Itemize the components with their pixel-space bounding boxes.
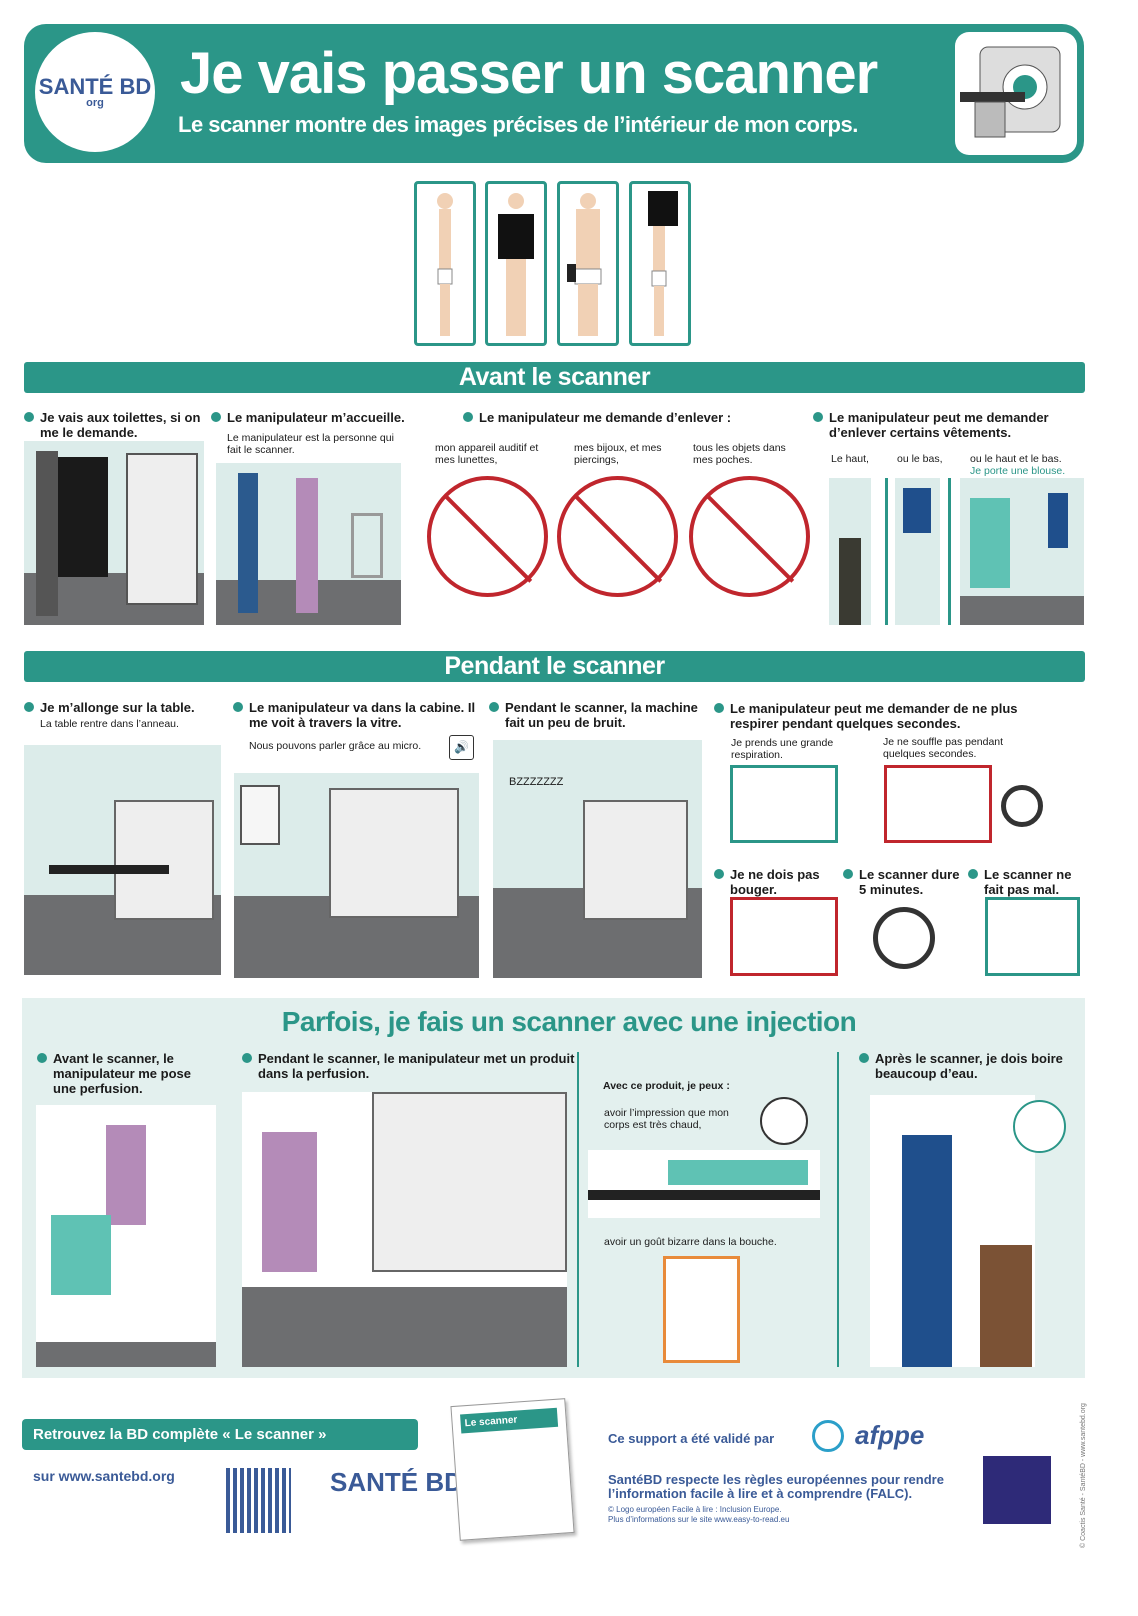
santebd-footer-logo: SANTÉ BD (330, 1467, 463, 1497)
perfusion-illustration (36, 1105, 216, 1367)
step-cabine: Le manipulateur va dans la cabine. Il me… (233, 700, 483, 730)
vetement-item: Le haut, (831, 453, 869, 465)
section-pendant: Pendant le scanner (24, 651, 1085, 682)
step-table: Je m’allonge sur la table. (24, 700, 224, 715)
hot-body-illustration (588, 1150, 820, 1218)
step-vetements: Le manipulateur peut me demander d’enlev… (813, 410, 1083, 440)
no-pain-illustration (985, 897, 1080, 976)
toilets-illustration (24, 441, 204, 625)
stopwatch-icon (1001, 785, 1043, 827)
cabin-illustration (234, 773, 479, 978)
table-note: La table rentre dans l’anneau. (40, 718, 179, 730)
step-enlever: Le manipulateur me demande d’enlever : (463, 410, 753, 425)
effet-item: avoir l’impression que mon corps est trè… (604, 1107, 729, 1131)
copyright: © Coactis Santé - SantéBD - www.santebd.… (1080, 1403, 1087, 1548)
enlever-item: tous les objets dans mes poches. (693, 442, 786, 466)
effets-title: Avec ce produit, je peux : (603, 1080, 730, 1092)
bd-complete-button[interactable]: Retrouvez la BD complète « Le scanner » (22, 1419, 418, 1450)
scanner-illustration (955, 32, 1077, 155)
logo-text: SANTÉ BD (38, 73, 152, 99)
enlever-item: mon appareil auditif et mes lunettes, (435, 442, 539, 466)
site-link[interactable]: sur www.santebd.org (33, 1468, 175, 1484)
vetement-item: ou le bas, (897, 453, 943, 465)
respirer-item: Je prends une grande respiration. (731, 737, 834, 761)
five-minute-timer-icon (873, 907, 935, 969)
body-figure-side (414, 181, 476, 346)
easy-to-read-logo (983, 1456, 1051, 1524)
logo-credit: © Logo européen Facile à lire : Inclusio… (608, 1505, 782, 1514)
thermometer-icon (760, 1097, 808, 1145)
dont-move-illustration (730, 897, 838, 976)
inhale-illustration (730, 765, 838, 843)
gown-illustration (960, 478, 1084, 625)
page-subtitle: Le scanner montre des images précises de… (178, 112, 858, 137)
lying-on-table-illustration (24, 745, 221, 975)
accueil-note: Le manipulateur est la personne qui fait… (227, 432, 394, 456)
step-toilettes: Je vais aux toilettes, si on me le deman… (24, 410, 204, 440)
strange-taste-illustration (663, 1256, 740, 1363)
enlever-item: mes bijoux, et mes piercings, (574, 442, 662, 466)
booklet-cover[interactable]: Le scanner (450, 1398, 575, 1541)
step-bruit: Pendant le scanner, la machine fait un p… (489, 700, 704, 730)
step-bouger: Je ne dois pas bouger. (714, 867, 829, 897)
no-jewelry-icon (557, 476, 678, 597)
section-avant: Avant le scanner (24, 362, 1085, 393)
injection-pendant: Pendant le scanner, le manipulateur met … (242, 1051, 582, 1081)
noise-illustration: BZZZZZZZ (493, 740, 702, 978)
no-top-illustration (829, 478, 871, 625)
hold-breath-illustration (884, 765, 992, 843)
body-figure-front (557, 181, 619, 346)
more-info[interactable]: Plus d’informations sur le site www.easy… (608, 1515, 790, 1524)
step-accueil: Le manipulateur m’accueille. (211, 410, 411, 425)
drinking-water-illustration (870, 1095, 1035, 1367)
falc-text: SantéBD respecte les règles européennes … (608, 1472, 944, 1501)
no-bottom-illustration (895, 478, 940, 625)
page-title: Je vais passer un scanner (180, 41, 878, 106)
body-figure-head-xray (629, 181, 691, 346)
blouse-note: Je porte une blouse. (970, 465, 1066, 477)
step-mal: Le scanner ne fait pas mal. (968, 867, 1088, 897)
qr-code[interactable] (226, 1468, 291, 1533)
afppe-icon (812, 1420, 844, 1452)
step-duree: Le scanner dure 5 minutes. (843, 867, 963, 897)
header-banner (24, 24, 1084, 163)
respirer-item: Je ne souffle pas pendant quelques secon… (883, 736, 1004, 760)
greeting-illustration (216, 463, 401, 625)
noise-text: BZZZZZZZ (509, 776, 564, 788)
vetement-item: ou le haut et le bas. (970, 453, 1062, 465)
step-respirer: Le manipulateur peut me demander de ne p… (714, 701, 1044, 731)
booklet-title: Le scanner (460, 1407, 559, 1434)
speaker-icon: 🔊 (449, 735, 474, 760)
no-pocket-items-icon (689, 476, 810, 597)
validated-text: Ce support a été validé par (608, 1431, 775, 1446)
injection-scanner-illustration (242, 1092, 567, 1367)
afppe-logo: afppe (855, 1420, 925, 1450)
no-glasses-icon (427, 476, 548, 597)
effet-item: avoir un goût bizarre dans la bouche. (604, 1236, 777, 1248)
injection-avant: Avant le scanner, le manipulateur me pos… (37, 1051, 217, 1096)
injection-apres: Après le scanner, je dois boire beaucoup… (859, 1051, 1069, 1081)
thumbs-up-icon (1013, 1100, 1066, 1153)
micro-note: Nous pouvons parler grâce au micro. (249, 740, 422, 752)
logo-sub: org (86, 96, 104, 109)
body-figure-xray (485, 181, 547, 346)
injection-title: Parfois, je fais un scanner avec une inj… (281, 1006, 857, 1037)
